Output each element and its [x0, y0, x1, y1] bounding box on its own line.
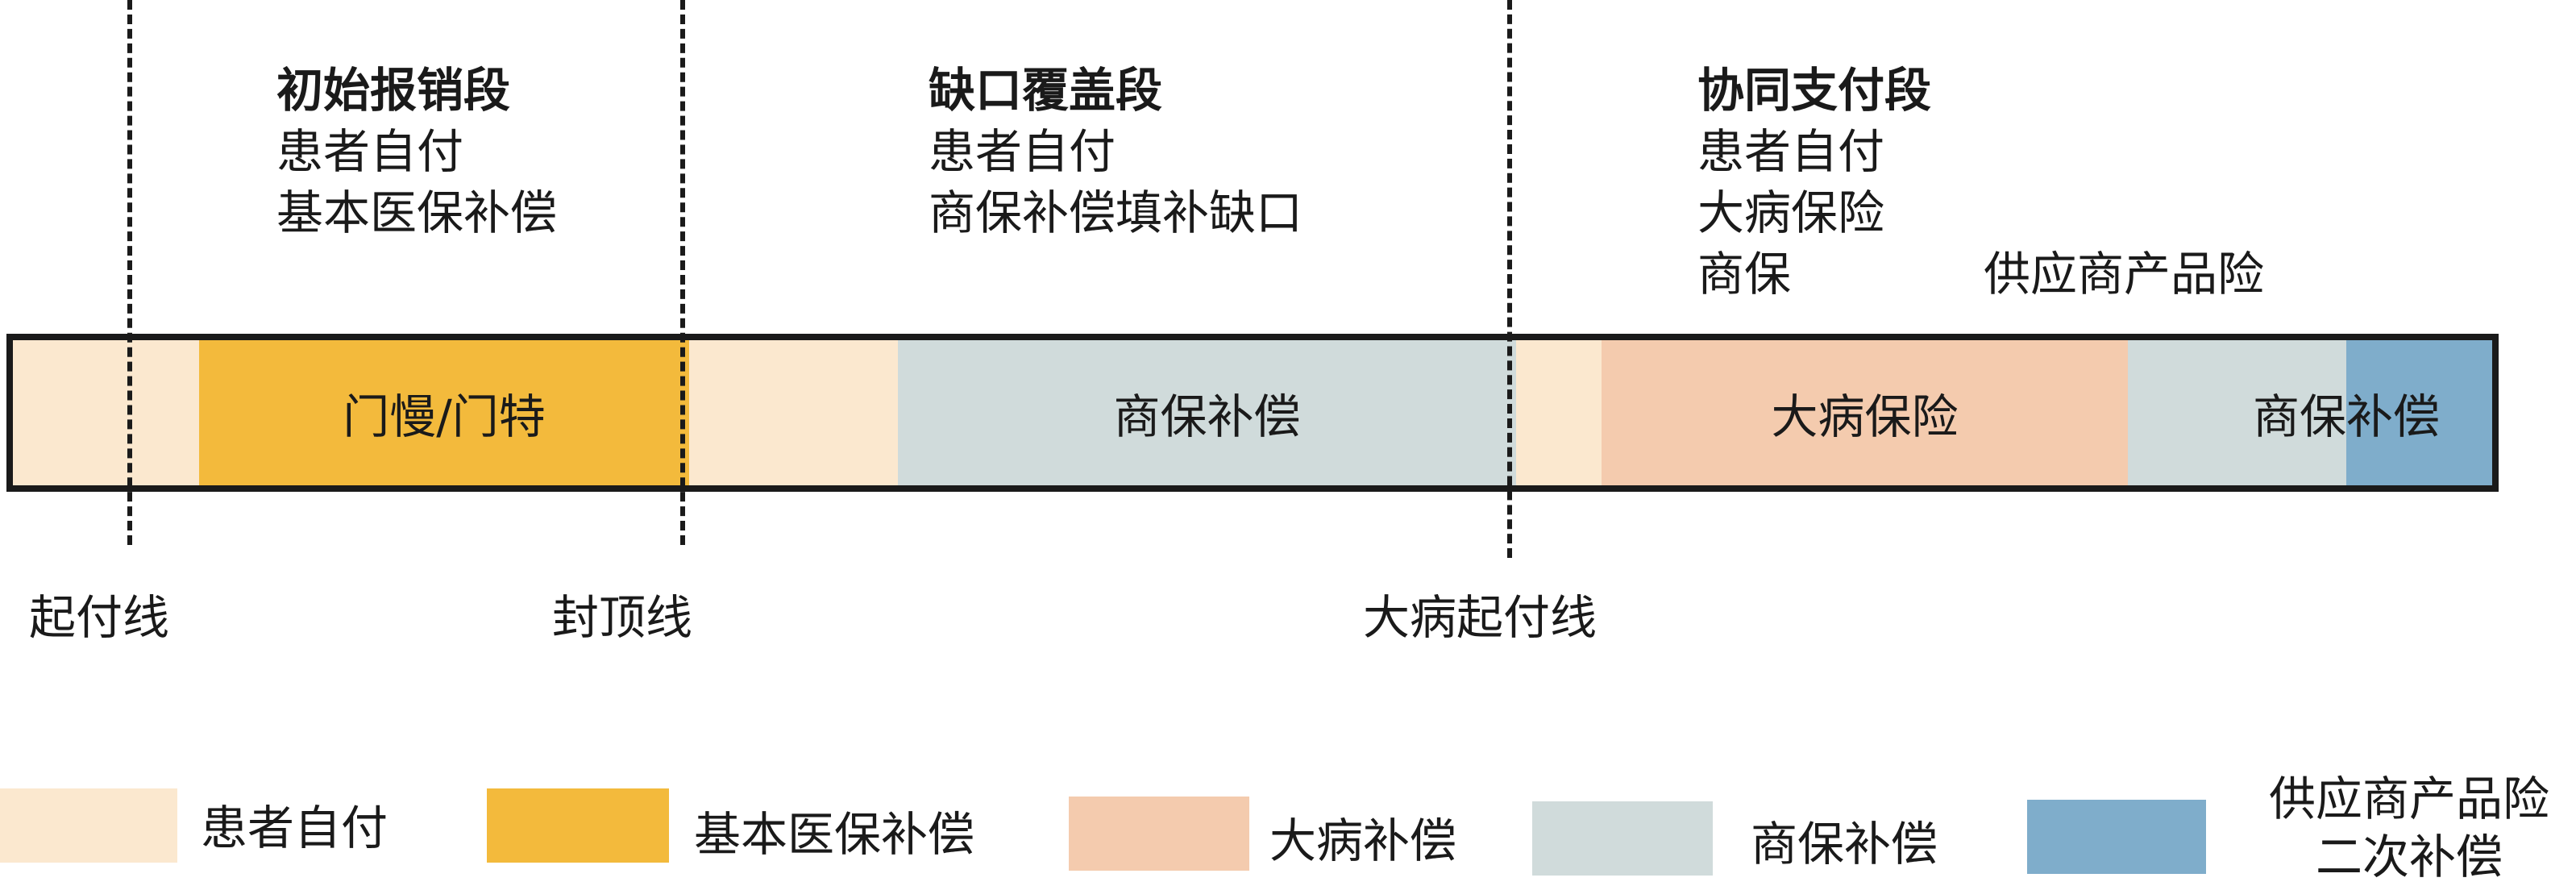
stage-line: 商保 [1697, 247, 1792, 302]
legend-label-line: 供应商产品险 [2269, 772, 2550, 826]
segment-basic-insurance: 门慢/门特 [199, 340, 689, 485]
stage-line: 患者自付 [276, 124, 464, 179]
segment-patient-pay [13, 340, 199, 485]
segment-patient-pay [1516, 340, 1602, 485]
deductible-line [127, 0, 132, 545]
threshold-label: 起付线 [29, 590, 170, 645]
segment-label: 门慢/门特 [343, 389, 546, 444]
stage-title: 协同支付段 [1697, 63, 1932, 118]
segment-patient-pay [689, 340, 898, 485]
stage-coordinated: 协同支付段 患者自付 大病保险 商保 [1697, 60, 1931, 305]
segment-commercial: 商保补偿 [2128, 340, 2440, 485]
legend-swatch [487, 788, 669, 863]
critical-deductible-line [1507, 0, 1512, 558]
stage-line: 患者自付 [1697, 124, 1885, 179]
threshold-label: 大病起付线 [1363, 590, 1598, 645]
legend-label: 大病补偿 [1269, 813, 1457, 868]
legend-swatch [1069, 797, 1249, 871]
legend-label: 患者自付 [201, 801, 388, 855]
segment-label: 大病保险 [1771, 389, 1959, 444]
stage-line: 基本医保补偿 [276, 185, 558, 240]
stage-title: 缺口覆盖段 [929, 63, 1163, 118]
stage-line: 商保补偿填补缺口 [929, 185, 1303, 240]
legend-swatch [0, 788, 177, 863]
stage-title: 初始报销段 [276, 63, 511, 118]
stage-initial: 初始报销段 患者自付 基本医保补偿 [276, 60, 557, 243]
legend-swatch [1532, 801, 1713, 876]
stage-gap: 缺口覆盖段 患者自付 商保补偿填补缺口 [929, 60, 1303, 243]
segment-label: 商保补偿 [2252, 389, 2441, 444]
segment-supplier-product [2346, 340, 2492, 485]
stage-extra: 供应商产品险 [1984, 247, 2265, 302]
cap-line [680, 0, 685, 545]
legend-label-line: 二次补偿 [2316, 830, 2503, 884]
stage-line: 大病保险 [1697, 185, 1885, 240]
legend-swatch [2027, 800, 2206, 874]
legend-label: 基本医保补偿 [694, 807, 975, 862]
payment-bar: 门慢/门特 商保补偿 大病保险 商保补偿 [6, 334, 2499, 492]
segment-commercial: 商保补偿 [898, 340, 1516, 485]
threshold-label: 封顶线 [552, 590, 693, 645]
legend-label: 商保补偿 [1751, 817, 1938, 871]
legend-label: 供应商产品险 二次补偿 [2269, 770, 2549, 886]
segment-critical-illness: 大病保险 [1602, 340, 2128, 485]
stage-line: 患者自付 [929, 124, 1116, 179]
segment-label: 商保补偿 [1113, 389, 1301, 444]
